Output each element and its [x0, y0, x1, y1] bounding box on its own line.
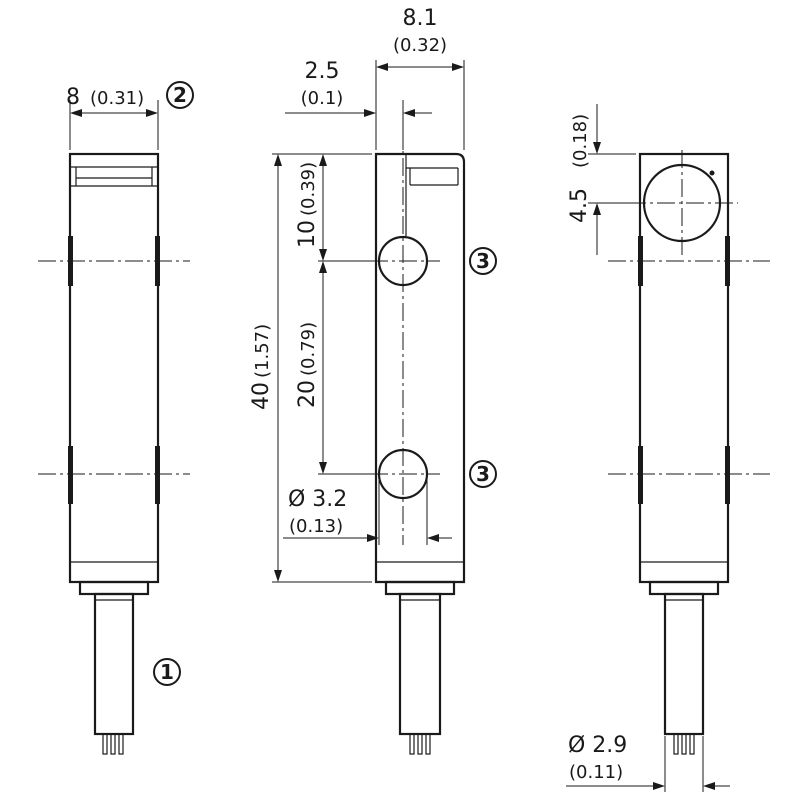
dim-hole-diameter-main: Ø 3.2 — [288, 487, 347, 512]
dim-length-total: 40 (1.57) — [249, 153, 372, 583]
dim-width-front-main: 8.1 — [403, 6, 438, 31]
dim-length-total-sub: (1.57) — [252, 324, 273, 378]
dim-length-total-main: 40 — [249, 382, 274, 410]
callout-mounting-hole-upper: 3 — [469, 247, 497, 275]
dim-hole-offset: 10 (0.39) — [295, 154, 372, 262]
dim-cable-diameter-main: Ø 2.9 — [568, 733, 627, 758]
dim-hole-offset-main: 10 — [295, 220, 320, 248]
dim-edge-offset-sub: (0.1) — [301, 88, 344, 109]
dim-hole-diameter-sub: (0.13) — [289, 516, 343, 537]
callout-optical-axis: 2 — [166, 81, 194, 109]
callout-optical-axis-number: 2 — [173, 83, 187, 107]
lens-view — [608, 150, 770, 755]
side-view — [38, 152, 190, 755]
dim-hole-spacing: 20 (0.79) — [295, 261, 372, 475]
front-view — [370, 100, 466, 755]
dim-hole-spacing-main: 20 — [295, 380, 320, 408]
dim-cable-diameter-sub: (0.11) — [569, 762, 623, 783]
callout-connection: 1 — [153, 658, 181, 686]
dim-hole-spacing-sub: (0.79) — [298, 322, 319, 376]
dim-lens-offset: 4.5 (0.18) — [567, 104, 636, 255]
dim-width-left-sub: (0.31) — [90, 88, 144, 109]
callout-mounting-hole-lower-number: 3 — [476, 462, 490, 486]
dim-edge-offset: 2.5 (0.1) — [285, 59, 432, 150]
dim-lens-offset-sub: (0.18) — [570, 114, 591, 168]
dim-width-left: 8 (0.31) — [66, 85, 159, 150]
callout-mounting-hole-upper-number: 3 — [476, 249, 490, 273]
dim-hole-offset-sub: (0.39) — [298, 162, 319, 216]
dim-width-left-main: 8 — [66, 85, 80, 110]
dim-edge-offset-main: 2.5 — [305, 59, 340, 84]
dim-hole-diameter: Ø 3.2 (0.13) — [283, 480, 452, 545]
dim-width-front-sub: (0.32) — [393, 35, 447, 56]
callout-mounting-hole-lower: 3 — [469, 460, 497, 488]
dim-lens-offset-main: 4.5 — [567, 188, 592, 223]
dim-width-front: 8.1 (0.32) — [375, 6, 465, 150]
callout-connection-number: 1 — [160, 660, 174, 684]
dim-cable-diameter: Ø 2.9 (0.11) — [566, 733, 730, 792]
